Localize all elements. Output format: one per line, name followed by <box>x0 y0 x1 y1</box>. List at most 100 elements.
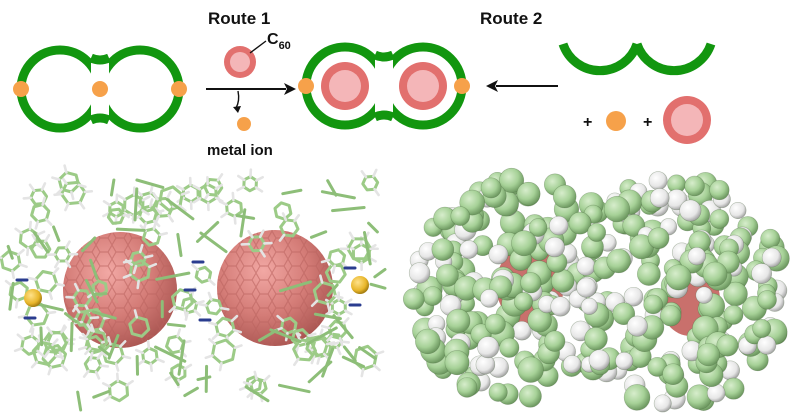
hydrogen-bond-stick <box>342 317 350 325</box>
hydrogen-bond-stick <box>152 192 159 201</box>
hydrogen-bond-stick <box>293 214 301 223</box>
bond-stick <box>76 390 83 412</box>
route-1-arrow <box>206 83 296 113</box>
hydrogen-bond-stick <box>61 176 68 185</box>
hydrogen-atom-sphere <box>695 286 713 304</box>
hydrogen-bond-stick <box>122 213 132 217</box>
hydrogen-bond-stick <box>117 194 127 201</box>
carbon-atom-sphere <box>587 223 607 242</box>
hydrogen-atom-sphere <box>623 286 644 307</box>
hydrogen-bond-stick <box>77 345 88 351</box>
bond-stick <box>196 221 220 243</box>
hydrogen-bond-stick <box>73 282 80 292</box>
carbon-atom-sphere <box>684 175 705 197</box>
spacefill-atoms <box>402 167 790 413</box>
fullerene-surface <box>217 230 333 346</box>
hydrogen-bond-stick <box>360 170 368 179</box>
bond-stick <box>52 225 61 243</box>
carbon-atom-sphere <box>716 334 739 357</box>
hydrogen-bond-stick <box>78 336 89 341</box>
carbon-atom-sphere <box>415 328 441 355</box>
carbon-atom-sphere <box>544 330 566 352</box>
hydrogen-bond-stick <box>84 347 92 356</box>
hydrogen-atom-sphere <box>488 244 509 265</box>
hydrogen-atom-sphere <box>576 256 596 276</box>
hydrogen-bond-stick <box>254 186 264 193</box>
carbon-atom-sphere <box>488 382 508 402</box>
bond-stick <box>281 188 303 196</box>
hydrogen-bond-stick <box>191 263 200 271</box>
hydrogen-bond-stick <box>136 279 140 290</box>
hydrogen-bond-stick <box>64 240 71 250</box>
hydrogen-bond-stick <box>18 263 28 269</box>
carbon-atom-sphere <box>551 269 575 293</box>
c60-fullerene-icon <box>663 96 711 144</box>
hydrogen-bond-stick <box>230 314 239 323</box>
hydrogen-atom-sphere <box>548 215 569 236</box>
bond-stick <box>278 280 313 293</box>
stick-model-panel <box>0 164 387 412</box>
spacefill-model-panel <box>402 167 790 413</box>
carbon-atom-sphere <box>722 377 745 400</box>
hydrogen-atom-sphere <box>679 199 702 222</box>
hydrogen-atom-sphere <box>757 335 777 355</box>
hydrogen-bond-stick <box>125 379 134 387</box>
hydrogen-bond-stick <box>166 190 172 200</box>
bond-stick <box>176 232 183 258</box>
hydrogen-bond-stick <box>36 349 45 357</box>
hydrogen-bond-stick <box>43 350 50 359</box>
hydrogen-bond-stick <box>13 347 24 353</box>
bond-stick <box>32 231 50 254</box>
hydrogen-bond-stick <box>336 346 342 356</box>
carbon-atom-sphere <box>643 294 663 315</box>
route-2-arrow <box>486 80 558 92</box>
hydrogen-bond-stick <box>242 381 253 386</box>
bond-stick <box>367 221 379 234</box>
bond-stick <box>309 230 328 239</box>
plus-sign: + <box>643 114 652 131</box>
hydrogen-bond-stick <box>375 350 385 356</box>
hydrogen-atom-sphere <box>687 246 706 266</box>
hydrogen-atom-sphere <box>649 188 670 208</box>
bond-stick <box>89 258 99 280</box>
hydrogen-bond-stick <box>51 176 61 181</box>
hydrogen-bond-stick <box>204 354 214 360</box>
metal-ion-icon <box>606 111 626 131</box>
metal-ion-dot <box>298 78 314 94</box>
hydrogen-atom-sphere <box>626 315 648 337</box>
hydrogen-bond-stick <box>119 340 127 348</box>
hydrogen-bond-stick <box>168 305 177 313</box>
hydrogen-bond-stick <box>101 382 111 388</box>
carbon-atom-sphere <box>513 292 533 312</box>
hydrogen-bond-stick <box>94 370 101 380</box>
hydrogen-bond-stick <box>231 191 235 202</box>
hydrogen-bond-stick <box>46 310 57 315</box>
hydrogen-bond-stick <box>16 333 25 341</box>
carbon-atom-sphere <box>431 238 455 261</box>
hydrogen-bond-stick <box>124 259 134 266</box>
hydrogen-bond-stick <box>216 173 224 182</box>
hydrogen-bond-stick <box>295 332 302 342</box>
bond-stick <box>37 302 64 312</box>
hydrogen-bond-stick <box>47 366 53 376</box>
carbon-atom-sphere <box>660 305 682 327</box>
carbon-atom-sphere <box>456 377 478 398</box>
hydrogen-bond-stick <box>232 328 243 334</box>
bond-stick <box>6 244 14 260</box>
hydrogen-bond-stick <box>54 354 65 359</box>
bond-stick <box>362 230 372 266</box>
hydrogen-atom-sphere <box>615 351 634 371</box>
hydrogen-bond-stick <box>208 337 216 346</box>
phenyl-ring <box>324 263 347 284</box>
hydrogen-bond-stick <box>175 184 185 191</box>
hydrogen-bond-stick <box>83 189 94 194</box>
hydrogen-bond-stick <box>132 264 138 275</box>
hydrogen-bond-stick <box>207 321 218 326</box>
hydrogen-bond-stick <box>4 279 13 287</box>
bond-stick <box>277 383 311 394</box>
route-1-label: Route 1 <box>208 9 270 28</box>
hydrogen-bond-stick <box>255 175 264 182</box>
hydrogen-bond-stick <box>51 338 59 347</box>
bond-stick <box>369 282 387 290</box>
hydrogen-bond-stick <box>344 309 353 316</box>
